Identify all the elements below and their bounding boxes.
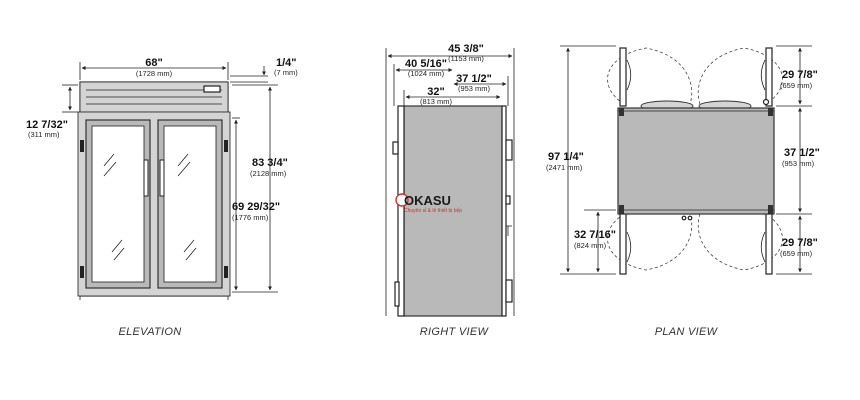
elevation-caption: ELEVATION <box>118 326 181 338</box>
plan-total-sub: (2471 mm) <box>546 163 583 172</box>
right-view-depth-a-sub: (1024 mm) <box>408 69 445 78</box>
plan-view-caption: PLAN VIEW <box>655 326 719 338</box>
elevation-left-handle <box>143 159 149 197</box>
elevation-gap-main: 1/4" <box>276 57 297 69</box>
plan-right-door-open-bottom <box>765 213 773 275</box>
right-view-caption: RIGHT VIEW <box>420 326 490 338</box>
okasu-logo-tagline: Chuyên sỉ & lẻ thiết bị bếp <box>404 207 462 214</box>
plan-left-door-open-bottom <box>619 213 627 275</box>
plan-body-sub: (953 mm) <box>782 159 815 168</box>
elevation-height-sub: (2128 mm) <box>250 169 287 178</box>
elevation-width-main: 68" <box>145 57 162 69</box>
elevation-left-glass <box>91 125 145 283</box>
plan-offset-sub: (824 mm) <box>574 241 607 250</box>
elevation-width-sub: (1728 mm) <box>136 69 173 78</box>
right-view-depth-c-main: 32" <box>427 86 444 98</box>
elevation-view: 68" (1728 mm) 1/4" (7 mm) 12 7/32" (311 … <box>26 57 298 338</box>
okasu-logo: OKASU Chuyên sỉ & lẻ thiết bị bếp <box>395 193 462 214</box>
okasu-logo-text: OKASU <box>404 193 451 208</box>
right-view-body <box>403 105 503 317</box>
elevation-right-handle <box>159 159 165 197</box>
plan-offset-main: 32 7/16" <box>574 229 616 241</box>
elevation-top-section-main: 12 7/32" <box>26 119 68 131</box>
elevation-door-height-main: 69 29/32" <box>232 201 280 213</box>
elevation-right-glass <box>163 125 217 283</box>
plan-view: 97 1/4" (2471 mm) 29 7/8" (659 mm) 37 1/… <box>546 45 820 338</box>
right-view-depth-c-sub: (813 mm) <box>420 97 453 106</box>
plan-swing-bottom-main: 29 7/8" <box>782 237 818 249</box>
plan-body-main: 37 1/2" <box>784 147 820 159</box>
right-view-depth-b-sub: (953 mm) <box>458 84 491 93</box>
plan-right-door-open-top <box>765 47 773 107</box>
right-view-depth-b-main: 37 1/2" <box>456 73 492 85</box>
plan-swing-bottom-sub: (659 mm) <box>780 249 813 258</box>
elevation-gap-sub: (7 mm) <box>274 68 298 77</box>
plan-total-main: 97 1/4" <box>548 151 584 163</box>
plan-left-door-open-top <box>619 47 627 107</box>
plan-swing-top-sub: (659 mm) <box>780 81 813 90</box>
right-view: 45 3/8" (1153 mm) 40 5/16" (1024 mm) 37 … <box>385 43 515 338</box>
elevation-top-section-sub: (311 mm) <box>28 130 60 139</box>
plan-swing-top-main: 29 7/8" <box>782 69 818 81</box>
elevation-height-main: 83 3/4" <box>252 157 288 169</box>
right-view-overall-main: 45 3/8" <box>448 43 484 55</box>
right-view-overall-sub: (1153 mm) <box>448 54 484 63</box>
plan-body <box>617 107 775 215</box>
elevation-door-height-sub: (1776 mm) <box>232 213 269 222</box>
right-view-depth-a-main: 40 5/16" <box>405 58 447 70</box>
elevation-controller <box>203 85 221 93</box>
